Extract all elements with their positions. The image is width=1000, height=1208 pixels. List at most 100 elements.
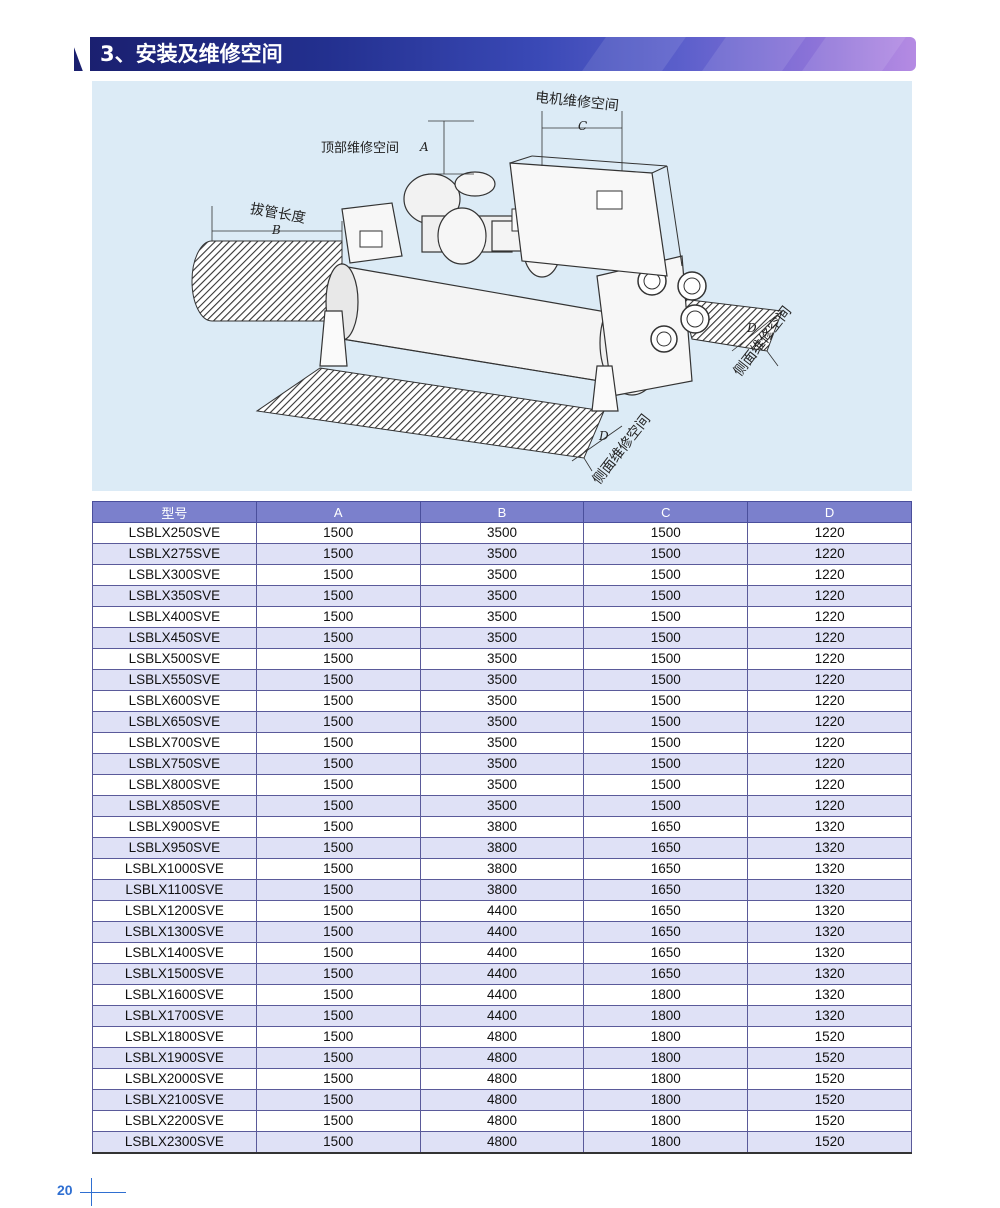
page-number: 20 (57, 1182, 73, 1198)
cell-c: 1500 (583, 627, 749, 649)
cell-c: 1500 (583, 648, 749, 670)
cell-a: 1500 (255, 1068, 421, 1090)
cell-d: 1520 (747, 1131, 912, 1154)
cell-c: 1650 (583, 900, 749, 922)
cell-b: 3500 (419, 606, 585, 628)
cell-b: 3800 (419, 858, 585, 880)
cell-model: LSBLX2300SVE (92, 1131, 257, 1154)
cell-d: 1320 (747, 879, 912, 901)
cell-d: 1320 (747, 942, 912, 964)
cell-a: 1500 (255, 753, 421, 775)
cell-model: LSBLX1500SVE (92, 963, 257, 985)
cell-model: LSBLX450SVE (92, 627, 257, 649)
cell-c: 1500 (583, 753, 749, 775)
dim-d-letter-right: D (747, 321, 757, 335)
cell-a: 1500 (255, 585, 421, 607)
cell-model: LSBLX900SVE (92, 816, 257, 838)
cell-c: 1650 (583, 837, 749, 859)
cell-model: LSBLX700SVE (92, 732, 257, 754)
top-space-label: 顶部维修空间 (321, 141, 400, 156)
cell-model: LSBLX1800SVE (92, 1026, 257, 1048)
cell-a: 1500 (255, 1110, 421, 1132)
cell-c: 1650 (583, 879, 749, 901)
table-header-row: 型号 A B C D (92, 501, 912, 523)
cell-d: 1220 (747, 585, 912, 607)
cell-a: 1500 (255, 1047, 421, 1069)
cell-a: 1500 (255, 816, 421, 838)
cell-model: LSBLX400SVE (92, 606, 257, 628)
cell-b: 3500 (419, 564, 585, 586)
cell-a: 1500 (255, 795, 421, 817)
chiller-drawing (191, 111, 783, 472)
cell-model: LSBLX950SVE (92, 837, 257, 859)
side-service-area-bottom (255, 367, 605, 459)
cell-c: 1500 (583, 543, 749, 565)
col-header-d: D (747, 501, 912, 523)
cell-c: 1650 (583, 942, 749, 964)
cell-a: 1500 (255, 963, 421, 985)
cell-d: 1320 (747, 963, 912, 985)
cell-b: 4800 (419, 1089, 585, 1111)
dimension-lines (211, 111, 783, 472)
cell-b: 3500 (419, 753, 585, 775)
cell-c: 1650 (583, 921, 749, 943)
cell-d: 1220 (747, 711, 912, 733)
cell-model: LSBLX350SVE (92, 585, 257, 607)
cell-b: 4400 (419, 984, 585, 1006)
cell-a: 1500 (255, 522, 421, 544)
cell-model: LSBLX600SVE (92, 690, 257, 712)
cell-c: 1500 (583, 732, 749, 754)
cell-c: 1800 (583, 984, 749, 1006)
cell-a: 1500 (255, 732, 421, 754)
cell-b: 4400 (419, 942, 585, 964)
cell-d: 1220 (747, 753, 912, 775)
cell-a: 1500 (255, 774, 421, 796)
dim-d-letter-bottom: D (599, 429, 609, 443)
tube-pull-area (191, 240, 343, 322)
cell-model: LSBLX1100SVE (92, 879, 257, 901)
cell-d: 1320 (747, 1005, 912, 1027)
cell-c: 1500 (583, 690, 749, 712)
cell-c: 1650 (583, 816, 749, 838)
page-marker-line (80, 1192, 126, 1193)
cell-c: 1500 (583, 711, 749, 733)
cell-b: 3800 (419, 816, 585, 838)
cell-d: 1520 (747, 1068, 912, 1090)
cell-model: LSBLX300SVE (92, 564, 257, 586)
cell-model: LSBLX750SVE (92, 753, 257, 775)
cell-a: 1500 (255, 669, 421, 691)
cell-b: 3500 (419, 543, 585, 565)
cell-c: 1500 (583, 585, 749, 607)
cell-c: 1500 (583, 522, 749, 544)
cell-d: 1520 (747, 1110, 912, 1132)
cell-d: 1220 (747, 564, 912, 586)
cell-a: 1500 (255, 921, 421, 943)
cell-c: 1800 (583, 1068, 749, 1090)
cell-d: 1320 (747, 900, 912, 922)
cell-b: 4800 (419, 1068, 585, 1090)
cell-b: 3500 (419, 732, 585, 754)
cell-model: LSBLX1600SVE (92, 984, 257, 1006)
cell-a: 1500 (255, 942, 421, 964)
cell-d: 1220 (747, 669, 912, 691)
dim-c-letter: C (578, 119, 588, 133)
cell-b: 3500 (419, 522, 585, 544)
cell-a: 1500 (255, 984, 421, 1006)
col-header-a: A (255, 501, 421, 523)
